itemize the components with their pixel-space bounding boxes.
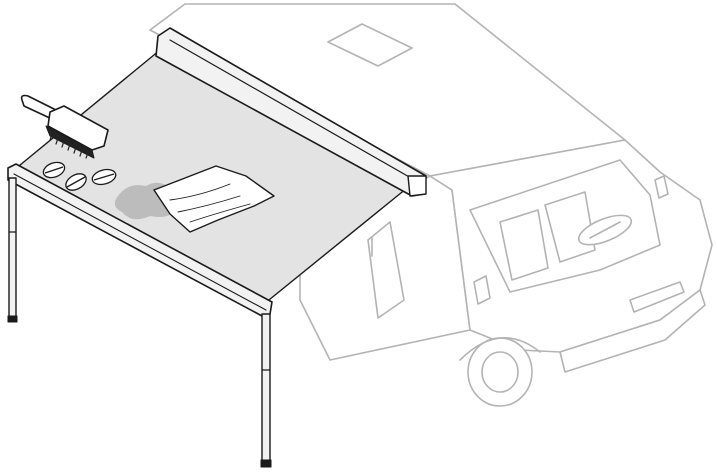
side-mirror [473,275,491,305]
left-support-leg [7,177,18,323]
driver-seat [544,191,596,263]
brush-icon [20,94,109,159]
headlight [629,281,685,313]
entry-door [367,221,405,319]
roof-skylight [327,23,413,67]
motorhome [149,3,713,407]
leaf-icon [42,161,117,191]
right-support-leg [260,313,272,468]
cloth-icon [153,165,275,233]
front-bumper [559,289,706,373]
right-mirror [654,175,669,199]
passenger-seat [499,209,549,281]
